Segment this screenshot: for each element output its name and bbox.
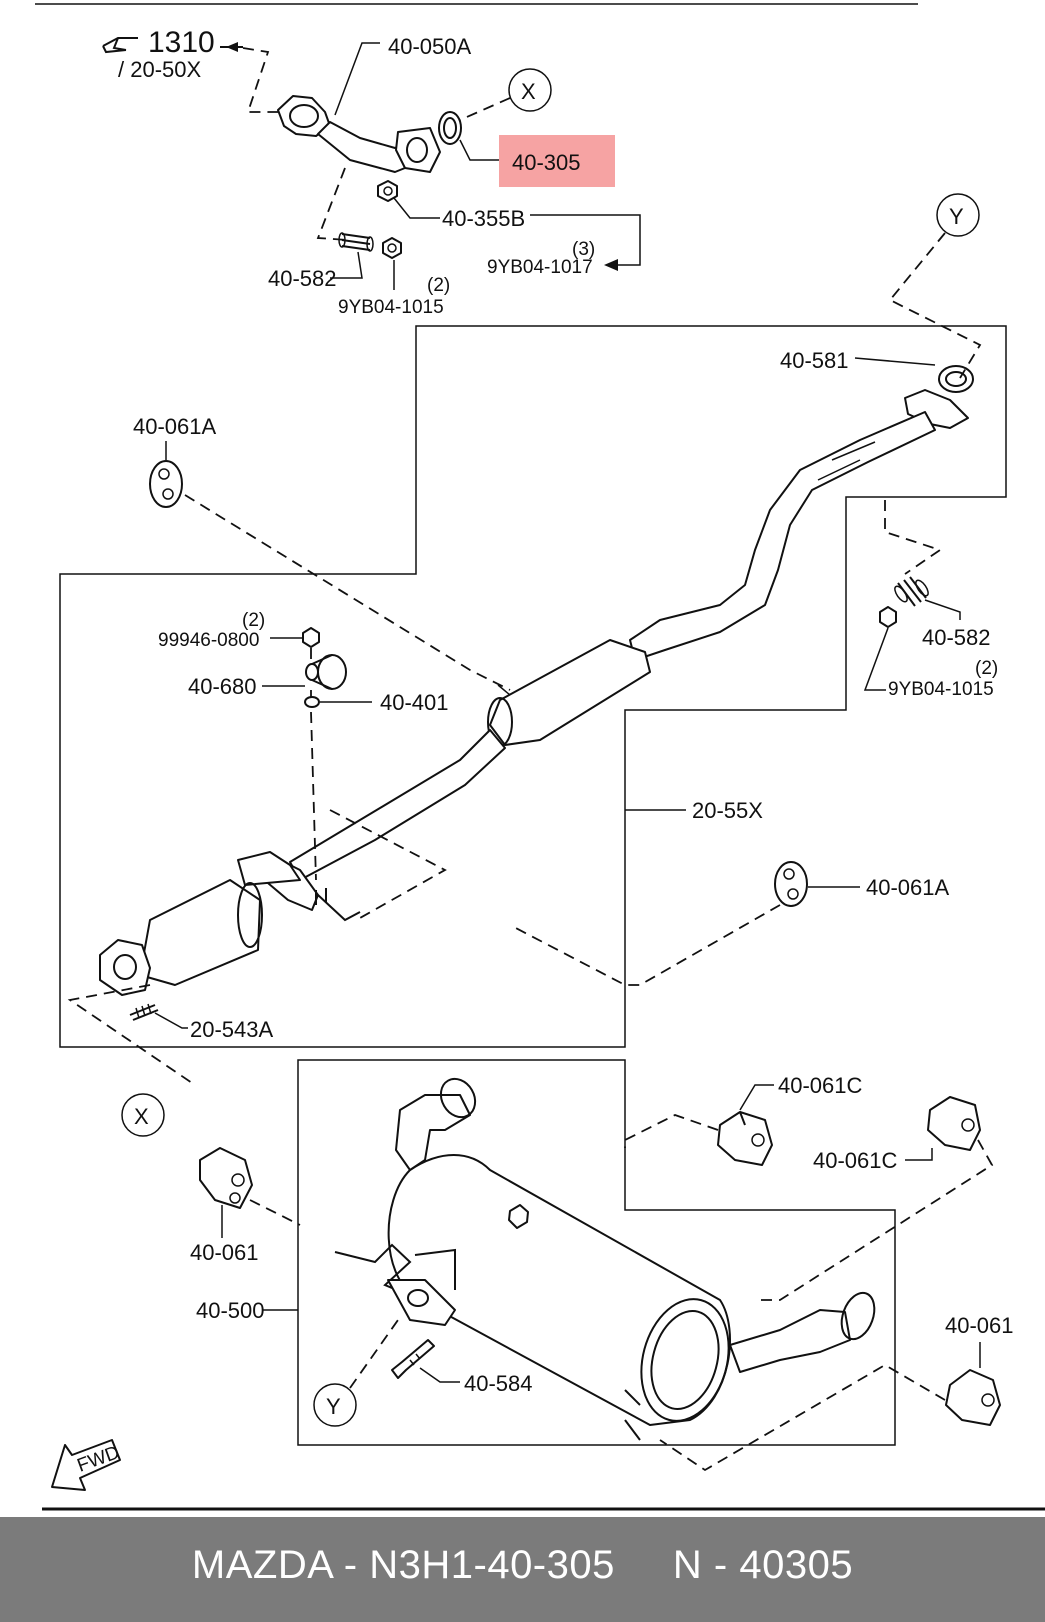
hanger-061-right xyxy=(945,1369,1001,1426)
callout-x-bottom xyxy=(121,1093,165,1137)
p-40-584-label: 40-584 xyxy=(464,1371,533,1396)
p-40-582-right-label: 40-582 xyxy=(922,625,991,650)
intermediate-pipe-part xyxy=(99,389,969,996)
callout-x-bottom-text: X xyxy=(134,1104,149,1129)
p-40-582-top-label: 40-582 xyxy=(268,266,337,291)
stud-543a-part xyxy=(129,1003,159,1021)
part-number-caption: MAZDA - N3H1-40-305 N - 40305 xyxy=(191,1543,854,1587)
ref-1310-label: 1310 xyxy=(148,26,215,59)
hanger-061c-middle xyxy=(717,1111,773,1166)
nut-99946-part xyxy=(302,627,320,648)
fwd-label: FWD xyxy=(75,1442,123,1477)
p-9yb04-1015-right-label: 9YB04-1015 xyxy=(888,679,994,700)
ref-20-50x-label: / 20-50X xyxy=(118,57,201,82)
nut-part xyxy=(377,180,398,202)
stud-bolts-part xyxy=(315,888,327,905)
qty-2-mid-label: (2) xyxy=(242,610,265,631)
p-40-061-right-label: 40-061 xyxy=(945,1313,1014,1338)
p-9yb04-1015-top-label: 9YB04-1015 xyxy=(338,297,444,318)
exhaust-system-diagram: 1310 / 20-50X 40-050A X 40-305 40-355B (… xyxy=(35,3,1045,1511)
bolt-584-part xyxy=(391,1339,435,1379)
p-9yb04-1017-label: 9YB04-1017 xyxy=(487,257,593,278)
p-40-061-left-label: 40-061 xyxy=(190,1240,259,1265)
callout-y-bottom xyxy=(313,1383,357,1427)
p-40-355b-label: 40-355B xyxy=(442,206,525,231)
hanger-061c-right xyxy=(927,1096,981,1151)
spring-part-right xyxy=(894,576,929,607)
highlighted-part-box xyxy=(499,135,615,187)
p-40-500-label: 40-500 xyxy=(196,1298,265,1323)
qty-3-label: (3) xyxy=(572,239,595,260)
callout-y-top-text: Y xyxy=(949,204,964,229)
p-20-55x-label: 20-55X xyxy=(692,798,763,823)
gasket-581-part xyxy=(938,365,974,393)
p-20-543a-label: 20-543A xyxy=(190,1017,274,1042)
hanger-061a-right xyxy=(774,861,808,907)
assembly-outline-muffler xyxy=(297,1059,896,1446)
caption-bar: MAZDA - N3H1-40-305 N - 40305 xyxy=(0,1517,1045,1622)
qty-2-right-label: (2) xyxy=(975,658,998,679)
p-40-581-label: 40-581 xyxy=(780,348,849,373)
p-40-305-label: 40-305 xyxy=(512,150,581,175)
muffler-part xyxy=(334,1077,876,1441)
nut-small-right xyxy=(879,606,897,628)
pointer-hand-icon xyxy=(102,37,138,54)
p-40-401-label: 40-401 xyxy=(380,690,449,715)
p-40-061c-top-label: 40-061C xyxy=(778,1073,863,1098)
callout-y-bottom-text: Y xyxy=(326,1394,341,1419)
p-99946-0800-label: 99946-0800 xyxy=(158,630,259,651)
spring-part-top xyxy=(338,232,374,252)
rubber-mount-680-part xyxy=(305,654,347,690)
front-pipe-part xyxy=(277,95,441,173)
washer-401-part xyxy=(304,696,320,708)
p-40-061a-right-label: 40-061A xyxy=(866,875,950,900)
fwd-arrow-icon: FWD xyxy=(51,1439,123,1491)
callout-x-top xyxy=(508,68,552,112)
qty-2-top-label: (2) xyxy=(427,275,450,296)
callout-x-top-text: X xyxy=(521,79,536,104)
p-40-050a-label: 40-050A xyxy=(388,34,472,59)
p-40-061c-right-label: 40-061C xyxy=(813,1148,898,1173)
p-40-061a-left-label: 40-061A xyxy=(133,414,217,439)
hanger-061a-left xyxy=(149,460,183,508)
assembly-outline-middle xyxy=(59,325,1007,1048)
hanger-061-left xyxy=(199,1147,253,1209)
nut-small-top xyxy=(382,237,402,259)
gasket-part xyxy=(438,111,462,145)
callout-y-top xyxy=(936,193,980,237)
p-40-680-label: 40-680 xyxy=(188,674,257,699)
